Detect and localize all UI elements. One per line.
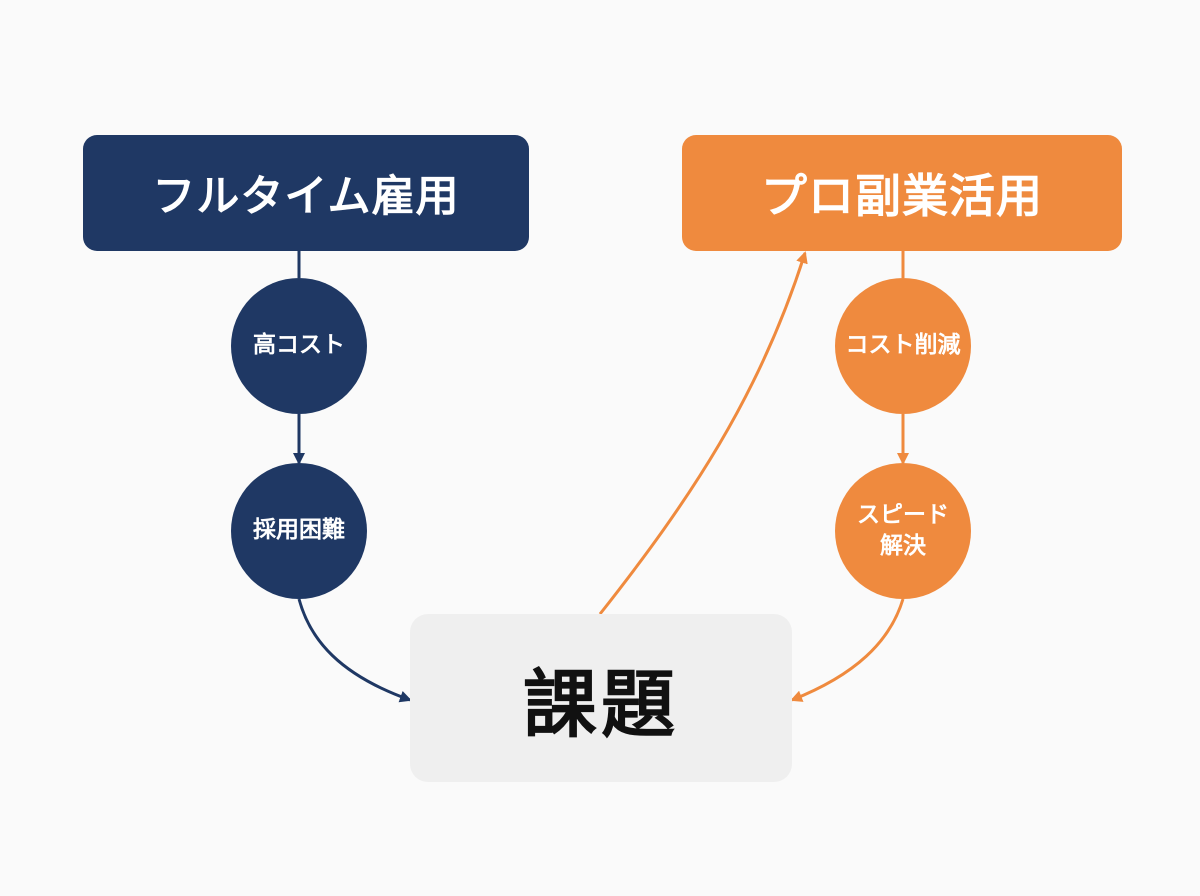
pro-side-job-box: プロ副業活用 xyxy=(682,135,1122,251)
fulltime-employment-box: フルタイム雇用 xyxy=(83,135,529,251)
cost-reduction-label: コスト削減 xyxy=(845,332,961,359)
edge-hiring-difficulty-to-issue xyxy=(297,598,412,703)
edge-issue-to-pro xyxy=(598,251,808,615)
fulltime-employment-label: フルタイム雇用 xyxy=(152,172,460,222)
high-cost-label: 高コスト xyxy=(253,332,345,359)
hiring-difficulty-label: 採用困難 xyxy=(253,517,345,544)
speed-solution-label: スピード 解決 xyxy=(857,501,949,559)
cost-reduction-node: コスト削減 xyxy=(835,278,971,414)
high-cost-node: 高コスト xyxy=(231,278,367,414)
hiring-difficulty-node: 採用困難 xyxy=(231,463,367,599)
speed-solution-node: スピード 解決 xyxy=(835,463,971,599)
pro-side-job-label: プロ副業活用 xyxy=(761,169,1043,223)
issue-box: 課題 xyxy=(410,614,792,782)
edge-speed-solution-to-issue xyxy=(790,598,905,702)
issue-label: 課題 xyxy=(523,661,679,748)
